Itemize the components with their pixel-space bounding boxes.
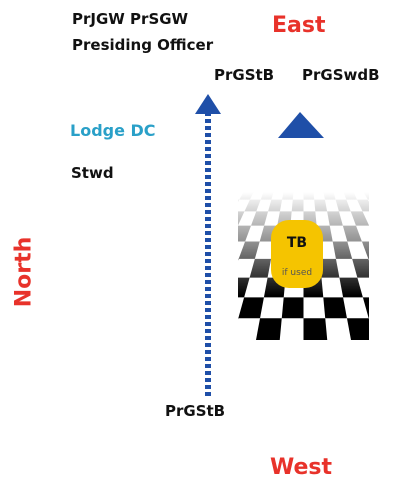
floor-tile	[161, 318, 195, 340]
floor-tile	[70, 259, 109, 278]
floor-tile	[0, 318, 21, 340]
floor-tile	[114, 318, 152, 340]
lodge-dc-label: Lodge DC	[70, 121, 156, 140]
floor-tile	[172, 211, 197, 225]
floor-tile	[143, 226, 172, 242]
stwd-label: Stwd	[71, 164, 114, 182]
checkered-floor-icon	[0, 192, 393, 340]
floor-tile	[141, 242, 172, 259]
floor-tile	[66, 278, 106, 298]
west-label: West	[270, 455, 333, 480]
floor-tile	[175, 192, 193, 200]
floor-tile	[120, 211, 150, 225]
floor-tile	[384, 192, 393, 200]
floor-tile	[151, 297, 184, 318]
prgswdb-label: PrGSwdB	[302, 66, 380, 84]
floor-tile	[142, 259, 174, 278]
floor-tile	[201, 226, 224, 242]
floor-tile	[150, 200, 175, 212]
floor-tile	[26, 278, 70, 298]
floor-tile	[64, 297, 105, 318]
floor-tile	[374, 211, 393, 225]
floor-tile	[172, 226, 198, 242]
floor-tile	[238, 258, 239, 261]
floor-tile	[238, 318, 239, 320]
floor-tile	[146, 211, 174, 225]
floor-tile	[174, 242, 202, 259]
floor-tile	[178, 259, 206, 278]
east-label: East	[272, 13, 326, 38]
floor-tile	[375, 278, 393, 298]
tb-note-label: if used	[282, 268, 312, 278]
prgstb-top-label: PrGStB	[214, 66, 275, 84]
prgstb-bottom-label: PrGStB	[165, 402, 226, 420]
floor-tile	[206, 242, 230, 259]
up-arrow-head-icon	[195, 94, 221, 114]
floor-tile	[106, 259, 141, 278]
floor-tile	[108, 297, 145, 318]
floor-tile	[369, 226, 391, 242]
triangle-icon	[278, 112, 324, 138]
presiding-officer-label: Presiding Officer	[72, 36, 214, 54]
tracing-board-icon	[271, 220, 323, 288]
floor-tile	[154, 192, 174, 200]
floor-tile	[76, 242, 113, 259]
floor-tile	[21, 297, 66, 318]
floor-tile	[385, 259, 393, 278]
floor-tile	[66, 318, 108, 340]
floor-tile	[109, 242, 143, 259]
floor-tile	[114, 226, 146, 242]
tb-label: TB	[287, 235, 307, 251]
floor-tile	[218, 192, 234, 200]
floor-tile	[19, 318, 65, 340]
floor-tile	[174, 200, 197, 212]
floor-tile	[238, 199, 240, 202]
prjgw-prsgw-label: PrJGW PrSGW	[72, 10, 189, 28]
floor-tile	[145, 278, 178, 298]
floor-tile	[106, 278, 142, 298]
floor-tile	[378, 200, 393, 212]
